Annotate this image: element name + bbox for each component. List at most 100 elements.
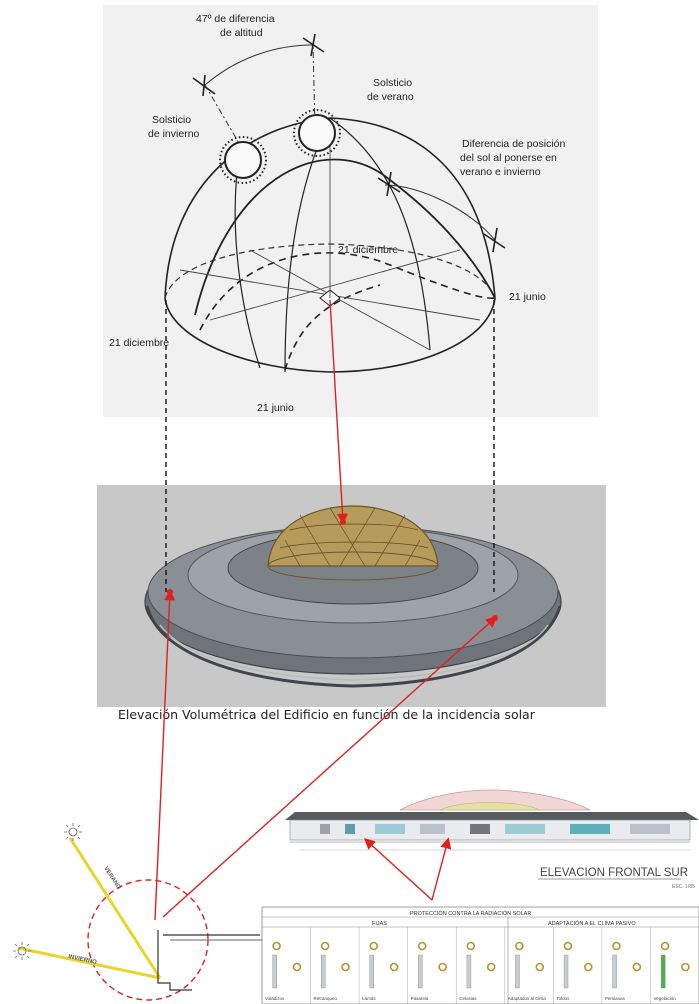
table-columns: Voladizos Retranqueo Lamas Pasarela Celosias… (265, 927, 690, 1004)
label-winter-1: Solsticio (152, 114, 191, 126)
winter-ray (17, 946, 161, 980)
table-column-label: Adaptados al clima (508, 996, 547, 1001)
label-position-3: verano e invierno (460, 166, 541, 178)
table-wall-icon (272, 954, 277, 989)
label-altitude-1: 47º de diferencia (196, 13, 275, 25)
dome-grid (279, 507, 429, 567)
label-winter-2: de invierno (148, 128, 200, 140)
label-altitude-2: de altitud (220, 27, 263, 39)
facade-band-light (159, 624, 549, 681)
table-frame (261, 906, 699, 1004)
elevation-dome-inner (439, 802, 541, 811)
sun-path-background (103, 5, 598, 417)
table-wall-icon (515, 954, 520, 989)
label-dic-inner: 21 diciembre (338, 244, 398, 256)
table-column-label: Celosias (459, 996, 477, 1001)
building-render (97, 485, 606, 707)
table-sun-icon (583, 962, 593, 972)
position-arc (384, 184, 496, 241)
table-sun-icon (341, 962, 350, 972)
table-sun-icon (563, 941, 573, 951)
summer-sun-icon (293, 109, 341, 157)
table-column-label: Retranqueo (314, 996, 338, 1001)
incidence-arrows (154, 299, 498, 921)
label-summer-2: de verano (367, 91, 414, 103)
table-wall-icon (563, 954, 569, 989)
elevation-roof (285, 812, 699, 820)
inner-line-3 (249, 249, 431, 351)
table-column-label: Toldos (556, 996, 570, 1001)
dome-base (267, 551, 439, 581)
table-sun-icon (438, 962, 447, 972)
projection-lines (165, 300, 495, 592)
table-sun-icon (660, 941, 670, 951)
arrow-point-left (167, 589, 173, 595)
table-sun-icon (417, 941, 427, 951)
angle-markers (192, 33, 506, 253)
summer-ray (68, 837, 162, 979)
table-sun-icon (681, 962, 690, 972)
table-wall-icon (369, 954, 374, 989)
elevation-windows (320, 824, 670, 834)
arrow-summer-to-facade (162, 616, 498, 918)
label-position-1: Diferencia de posición (462, 138, 565, 150)
glass-dome (267, 505, 439, 567)
table-sun-icon (486, 962, 496, 972)
table-sun-icon (272, 941, 281, 951)
winter-inner-path (284, 284, 381, 371)
arrow-winter-to-facade (154, 589, 176, 921)
table-column-label: Vegetación (653, 996, 676, 1001)
arrow-point-right (492, 615, 498, 621)
summer-sun-small-icon (64, 823, 82, 841)
label-position-2: del sol al ponerse en (460, 152, 557, 164)
table-wall-icon (612, 954, 617, 989)
table-sun-icon (535, 962, 545, 972)
label-dic-left: 21 diciembre (109, 337, 169, 349)
protection-table: PROTECCIÓN CONTRA LA RADIACIÓN SOLAR FIJ… (261, 906, 699, 1004)
table-wall-icon (660, 954, 666, 989)
elevation-scale: ESC. 1/85 (672, 884, 695, 890)
label-summer-1: Solsticio (373, 77, 412, 89)
altitude-arc (204, 44, 314, 86)
label-junio-bottom: 21 junio (257, 402, 294, 414)
table-sun-icon (320, 941, 330, 951)
table-column-label: Pasarela (411, 996, 429, 1001)
table-group-adaptive: ADAPTACIÓN A EL CLIMA PASIVO (548, 920, 636, 927)
arrow-table-to-window-2 (431, 837, 452, 901)
summer-sun-path (194, 158, 496, 316)
wall-section (157, 930, 192, 991)
table-sun-icon (515, 941, 524, 951)
table-sun-icon (612, 941, 621, 951)
arrow-table-to-window-1 (363, 838, 433, 901)
table-sun-icon (369, 941, 378, 951)
label-junio-right: 21 junio (509, 291, 546, 303)
winter-sun-icon (219, 136, 267, 184)
table-column-label: Lamas (362, 996, 376, 1001)
table-group-fixed: FIJAS (372, 921, 387, 927)
winter-altitude-line (204, 84, 244, 151)
table-sun-icon (466, 941, 476, 951)
horizon-front (164, 297, 496, 373)
table-column-label: Persianas (605, 996, 626, 1001)
render-caption: Elevación Volumétrica del Edificio en fu… (118, 707, 536, 722)
table-header: PROTECCIÓN CONTRA LA RADIACIÓN SOLAR (410, 910, 531, 917)
meridian-2 (329, 117, 431, 351)
winter-ray-label: INVIERNO (68, 954, 98, 966)
table-column-label: Voladizos (265, 996, 285, 1001)
arrow-zenith-to-dome (329, 299, 349, 525)
table-sun-icon (389, 962, 399, 972)
solar-angle-diagram: VERANO INVIERNO (13, 823, 262, 1001)
inner-line-2 (209, 249, 461, 321)
elevation-dome (399, 789, 591, 811)
winter-sun-path (199, 252, 496, 331)
sun-path-diagram: 47º de diferencia de altitud Solsticio d… (103, 5, 598, 417)
facade-band (145, 605, 562, 688)
arrow-point-dome (340, 519, 346, 525)
summer-ray-label: VERANO (102, 866, 121, 891)
south-elevation: ELEVACION FRONTAL SUR ESC. 1/85 (285, 789, 699, 890)
table-sun-icon (632, 962, 642, 972)
table-wall-icon (466, 954, 472, 989)
winter-sun-small-icon (13, 942, 31, 960)
elevation-title: ELEVACION FRONTAL SUR (540, 867, 688, 879)
